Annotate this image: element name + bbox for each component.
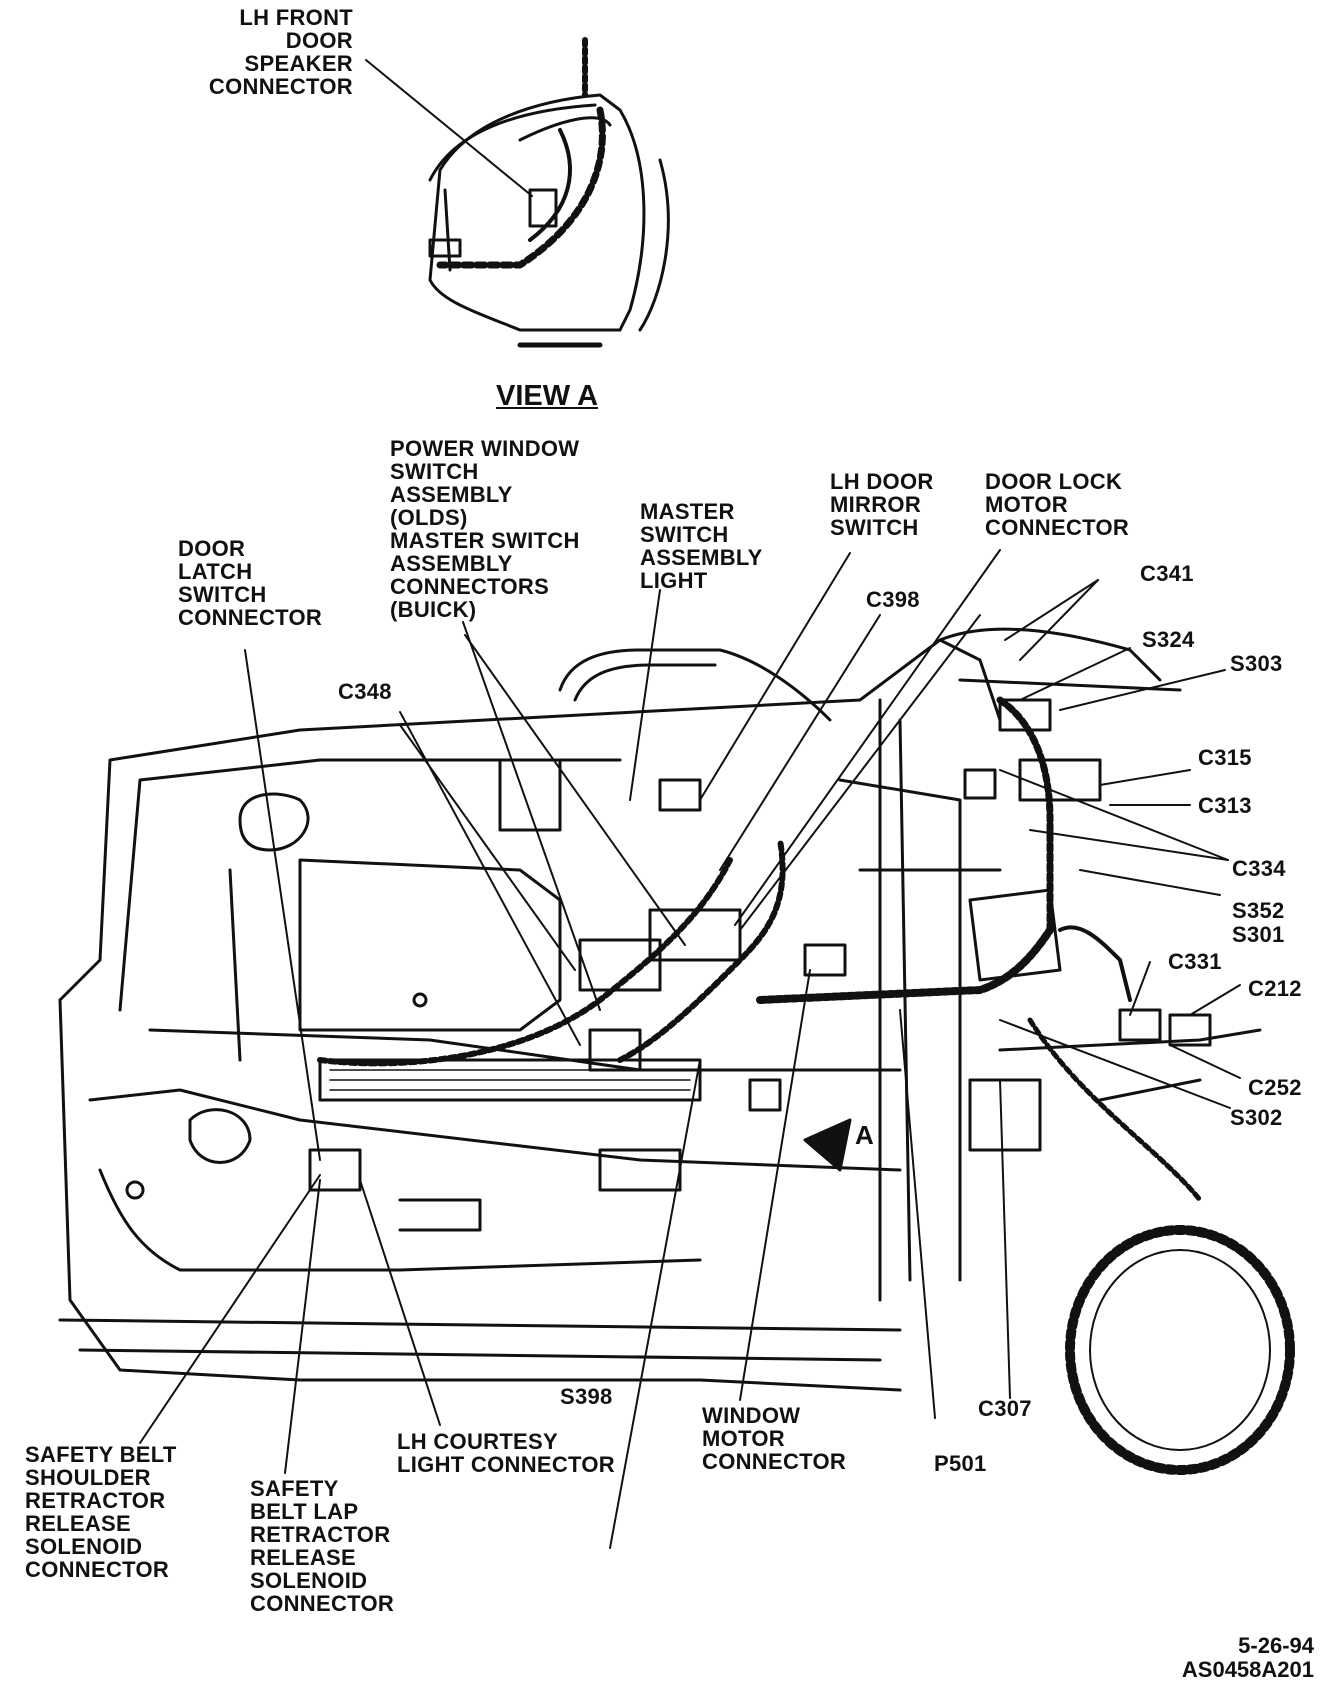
leader-lines <box>139 549 1241 1549</box>
label-c398: C398 <box>866 587 920 612</box>
door-panel-drawing <box>58 627 1295 1475</box>
drawing-stamp: 5-26-94 AS0458A201 <box>1182 1634 1314 1682</box>
label-c341: C341 <box>1140 561 1194 586</box>
label-c348: C348 <box>338 679 392 704</box>
label-c307: C307 <box>978 1396 1032 1421</box>
label-s302: S302 <box>1230 1105 1283 1130</box>
label-p501: P501 <box>934 1451 987 1476</box>
label-safety-belt-lap-solenoid-connector: SAFETY BELT LAP RETRACTOR RELEASE SOLENO… <box>250 1476 395 1616</box>
label-master-switch-assembly-light: MASTER SWITCH ASSEMBLY LIGHT <box>640 499 763 593</box>
label-s398: S398 <box>560 1384 613 1409</box>
label-lh-front-door-speaker-connector: LH FRONT DOOR SPEAKER CONNECTOR <box>208 5 353 99</box>
label-s303: S303 <box>1230 651 1283 676</box>
label-lh-courtesy-light-connector: LH COURTESY LIGHT CONNECTOR <box>397 1429 615 1477</box>
label-safety-belt-shoulder-solenoid-connector: SAFETY BELT SHOULDER RETRACTOR RELEASE S… <box>25 1442 177 1582</box>
label-s324: S324 <box>1142 627 1195 652</box>
label-c212: C212 <box>1248 976 1302 1001</box>
label-c252: C252 <box>1248 1075 1302 1100</box>
label-c313: C313 <box>1198 793 1252 818</box>
label-power-window-switch-assembly: POWER WINDOW SWITCH ASSEMBLY (OLDS) MAST… <box>390 436 580 622</box>
view-a-inset-drawing <box>365 37 670 348</box>
label-door-latch-switch-connector: DOOR LATCH SWITCH CONNECTOR <box>178 536 323 630</box>
drawing-code: AS0458A201 <box>1181 1657 1314 1682</box>
label-c315: C315 <box>1198 745 1252 770</box>
label-c334: C334 <box>1232 856 1286 881</box>
view-a-marker: A <box>855 1120 874 1150</box>
label-c331: C331 <box>1168 949 1222 974</box>
drawing-date: 5-26-94 <box>1238 1633 1314 1658</box>
label-s301: S301 <box>1232 922 1285 947</box>
label-window-motor-connector: WINDOW MOTOR CONNECTOR <box>702 1403 847 1474</box>
label-door-lock-motor-connector: DOOR LOCK MOTOR CONNECTOR <box>985 469 1130 540</box>
view-a-title: VIEW A <box>496 380 599 412</box>
label-lh-door-mirror-switch: LH DOOR MIRROR SWITCH <box>830 469 934 540</box>
label-s352: S352 <box>1232 898 1285 923</box>
